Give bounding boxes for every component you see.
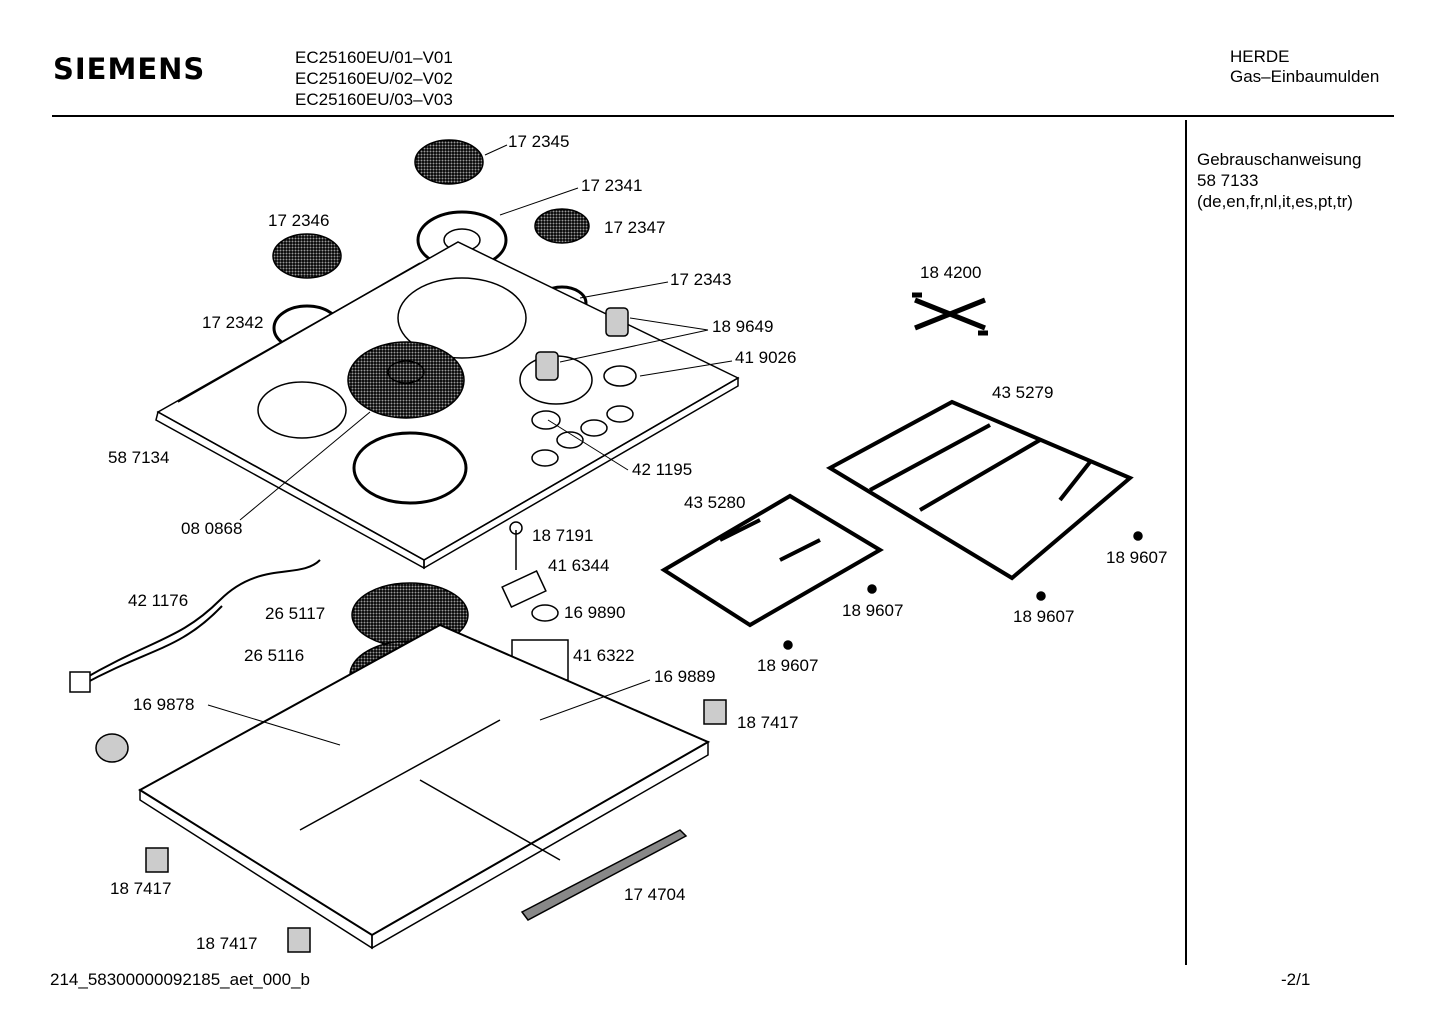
manual-title: Gebrauschanweisung [1197,150,1362,169]
header-divider [52,115,1394,117]
pan-support-large [825,399,1134,581]
cable-plug [69,671,91,693]
part-label[interactable]: 18 9649 [712,317,774,336]
part-label[interactable]: 17 2347 [604,218,666,237]
mounting-clip [145,847,169,873]
part-label[interactable]: 18 9607 [757,656,819,675]
document-id: 214_58300000092185_aet_000_b [50,970,310,989]
part-label[interactable]: 17 2346 [268,211,330,230]
screw [783,640,793,650]
part-label[interactable]: 17 2341 [581,176,643,195]
mounting-clip [703,699,727,725]
seal-strip [520,829,688,921]
power-cable [81,559,321,686]
part-label[interactable]: 17 4704 [624,885,686,904]
part-label[interactable]: 16 9878 [133,695,195,714]
part-label[interactable]: 43 5279 [992,383,1054,402]
screw [1036,591,1046,601]
part-label[interactable]: 08 0868 [181,519,243,538]
washer [531,604,559,622]
part-label[interactable]: 41 6322 [573,646,635,665]
burner-cap-large [414,139,484,185]
part-label[interactable]: 18 9607 [1106,548,1168,567]
category-block: HERDE Gas–Einbaumulden [1230,47,1379,87]
part-label[interactable]: 16 9890 [564,603,626,622]
manual-part-number: 58 7133 [1197,171,1259,190]
brand-logo: SIEMENS [53,52,206,86]
manual-languages: (de,en,fr,nl,it,es,pt,tr) [1197,192,1353,211]
burner-cap-small [534,208,590,244]
screw [867,584,877,594]
part-label[interactable]: 18 7417 [196,934,258,953]
subcategory: Gas–Einbaumulden [1230,67,1380,86]
control-knob [535,351,559,381]
part-label[interactable]: 18 7417 [110,879,172,898]
control-knob [605,307,629,337]
burner-cap-medium [272,233,342,279]
screw [1133,531,1143,541]
ignition-switch [95,733,129,763]
part-label[interactable]: 18 7191 [532,526,594,545]
side-divider [1185,120,1187,965]
part-label[interactable]: 41 6344 [548,556,610,575]
part-label[interactable]: 43 5280 [684,493,746,512]
part-label[interactable]: 16 9889 [654,667,716,686]
category: HERDE [1230,47,1290,66]
part-label[interactable]: 18 4200 [920,263,982,282]
bracket [501,570,547,608]
part-label[interactable]: 17 2343 [670,270,732,289]
model-number: EC25160EU/03–V03 [295,90,453,109]
part-label[interactable]: 18 9607 [842,601,904,620]
pan-support-small [660,493,884,628]
part-label[interactable]: 26 5117 [265,604,326,623]
part-label[interactable]: 42 1176 [128,591,189,610]
model-list: EC25160EU/01–V01 EC25160EU/02–V02 EC2516… [295,47,453,110]
part-label[interactable]: 41 9026 [735,348,797,367]
model-number: EC25160EU/01–V01 [295,48,453,67]
part-label[interactable]: 18 7417 [737,713,799,732]
part-label[interactable]: 58 7134 [108,448,170,467]
part-label[interactable]: 17 2345 [508,132,570,151]
hob-housing [138,623,711,937]
mounting-clip [287,927,311,953]
model-number: EC25160EU/02–V02 [295,69,453,88]
part-label[interactable]: 17 2342 [202,313,264,332]
trivet-small [912,292,988,336]
part-label[interactable]: 42 1195 [632,460,693,479]
part-label[interactable]: 18 9607 [1013,607,1075,626]
part-label[interactable]: 26 5116 [244,646,305,665]
page-number: -2/1 [1281,970,1311,989]
manual-note: Gebrauschanweisung 58 7133 (de,en,fr,nl,… [1197,149,1361,212]
